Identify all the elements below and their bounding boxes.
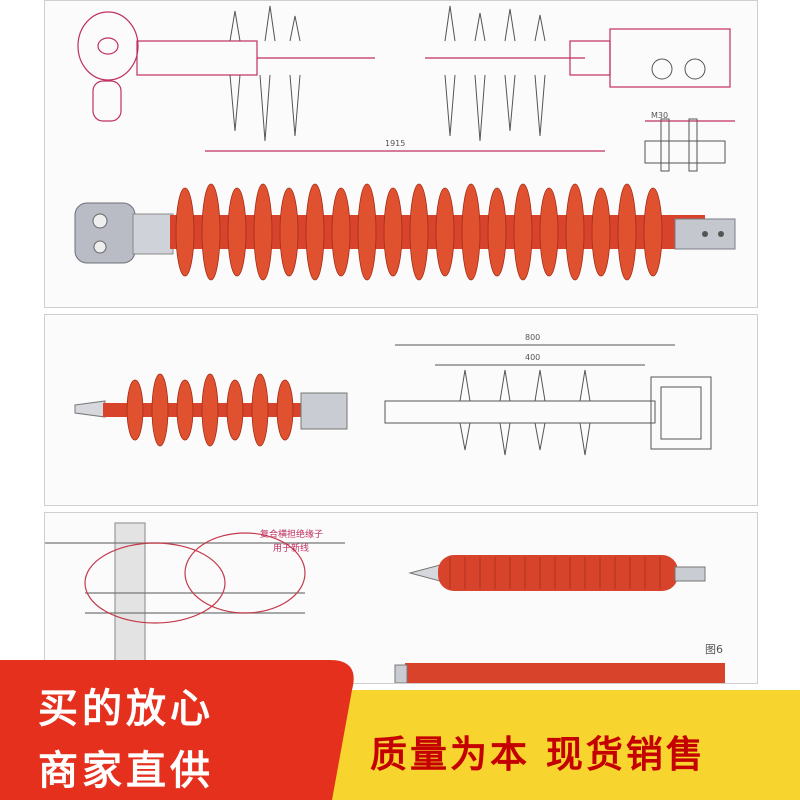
dimension-label-b: 400 [525,353,541,362]
insulator-photo-bottom [45,522,725,683]
promo-banner: 买的放心 商家直供 质量为本 现货销售 [0,660,800,800]
dimension-label: 1915 [385,139,406,148]
marker-label: M30 [651,111,669,120]
insulator-drawing-middle [74,344,712,456]
caption-line-2: 用于新线 [273,544,310,554]
banner-background [0,660,800,800]
promo-slogan: 质量为本 现货销售 [370,733,706,776]
caption-line-1: 复合横担绝缘子 [260,530,324,540]
figure-label: 图6 [705,643,723,656]
photo-panel-bottom: 复合横担绝缘子 用于新线 图6 [44,512,758,684]
drawing-panel-middle: 800 400 [44,314,758,506]
promo-line-2: 商家直供 [38,748,214,794]
insulator-drawing-top [74,5,736,281]
promo-badge: 买的放心 商家直供 [0,660,360,800]
drawing-panel-top: 1915 M30 [44,0,758,308]
promo-line-1: 买的放心 [38,686,214,732]
dimension-label-a: 800 [525,333,541,342]
